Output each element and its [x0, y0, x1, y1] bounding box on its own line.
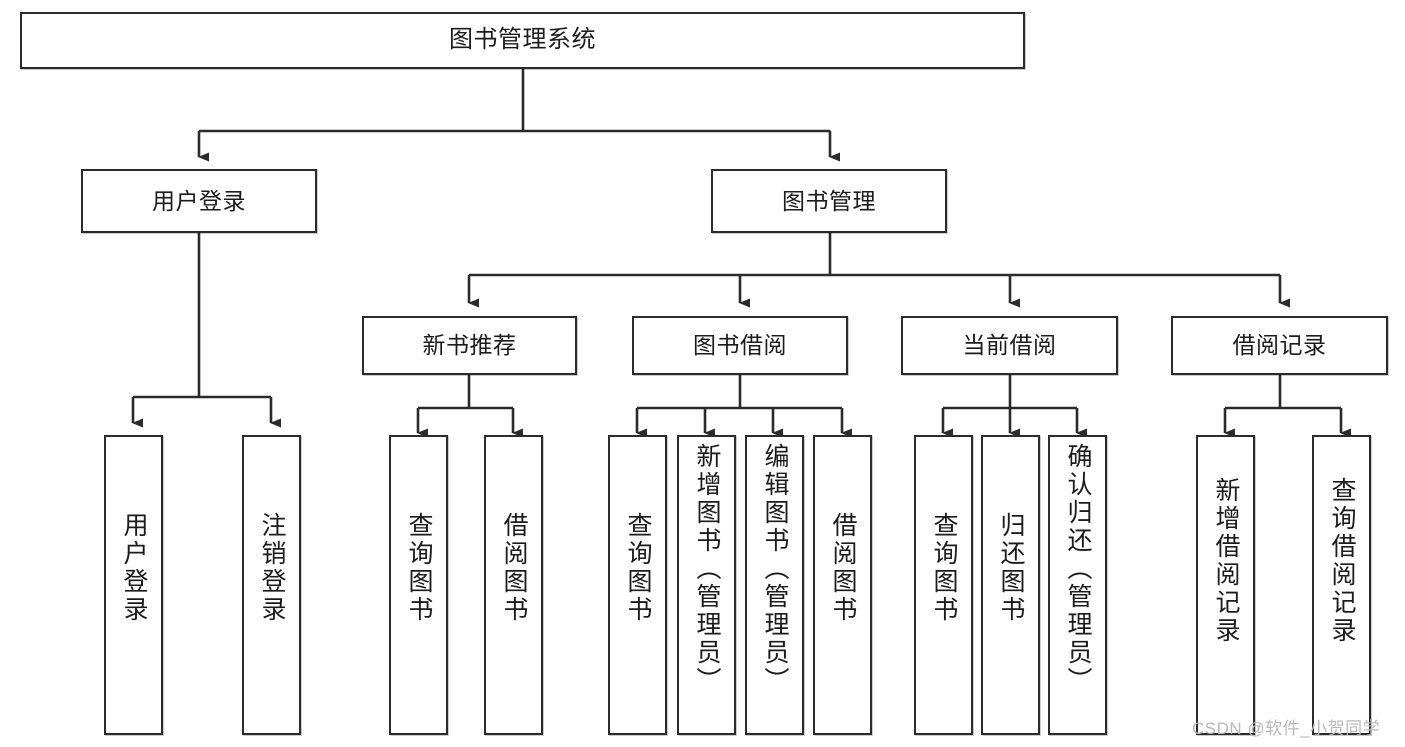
node-label: 查询图书	[624, 512, 652, 624]
node-label: 查询借阅记录	[1328, 477, 1356, 645]
node-leaf-user-login[interactable]: 用户登录	[104, 435, 163, 735]
node-label: 确认归还（管理员）	[1064, 443, 1092, 695]
node-label: 借阅图书	[500, 512, 528, 624]
node-label: 新书推荐	[422, 332, 517, 359]
node-leaf-query-book-current[interactable]: 查询图书	[914, 435, 973, 735]
node-borrow-record[interactable]: 借阅记录	[1171, 316, 1388, 375]
node-user-login[interactable]: 用户登录	[81, 169, 317, 233]
csdn-watermark: CSDN @软件_小贺同学	[1192, 719, 1381, 738]
node-book-borrow[interactable]: 图书借阅	[632, 316, 848, 375]
node-leaf-query-book-borrow[interactable]: 查询图书	[608, 435, 667, 735]
node-root-system[interactable]: 图书管理系统	[20, 12, 1025, 69]
node-leaf-edit-book-admin[interactable]: 编辑图书（管理员）	[745, 435, 804, 735]
node-leaf-query-book-new[interactable]: 查询图书	[389, 435, 448, 735]
node-label: 归还图书	[997, 512, 1025, 624]
node-leaf-borrow-book-new[interactable]: 借阅图书	[484, 435, 543, 735]
node-label: 图书借阅	[693, 332, 787, 359]
node-book-manage[interactable]: 图书管理	[711, 169, 947, 233]
node-leaf-confirm-return-admin[interactable]: 确认归还（管理员）	[1048, 435, 1107, 735]
node-label: 新增图书（管理员）	[693, 443, 721, 695]
node-leaf-add-borrow-record[interactable]: 新增借阅记录	[1196, 435, 1255, 735]
node-label: 注销登录	[258, 512, 286, 624]
node-label: 查询图书	[405, 512, 433, 624]
node-current-borrow[interactable]: 当前借阅	[901, 316, 1118, 375]
node-label: 图书管理	[782, 187, 876, 214]
node-leaf-logout[interactable]: 注销登录	[242, 435, 301, 735]
node-label: 新增借阅记录	[1212, 477, 1240, 645]
node-label: 借阅记录	[1232, 332, 1327, 359]
node-leaf-borrow-book[interactable]: 借阅图书	[813, 435, 872, 735]
node-label: 用户登录	[152, 187, 246, 214]
node-label: 用户登录	[120, 512, 148, 624]
node-leaf-query-borrow-record[interactable]: 查询借阅记录	[1312, 435, 1371, 735]
node-label: 图书管理系统	[449, 26, 596, 54]
node-leaf-return-book[interactable]: 归还图书	[981, 435, 1040, 735]
node-label: 借阅图书	[829, 512, 857, 624]
node-label: 查询图书	[930, 512, 958, 624]
node-new-book-recommend[interactable]: 新书推荐	[362, 316, 577, 375]
node-label: 编辑图书（管理员）	[761, 443, 789, 695]
node-label: 当前借阅	[962, 332, 1057, 359]
node-leaf-add-book-admin[interactable]: 新增图书（管理员）	[677, 435, 736, 735]
